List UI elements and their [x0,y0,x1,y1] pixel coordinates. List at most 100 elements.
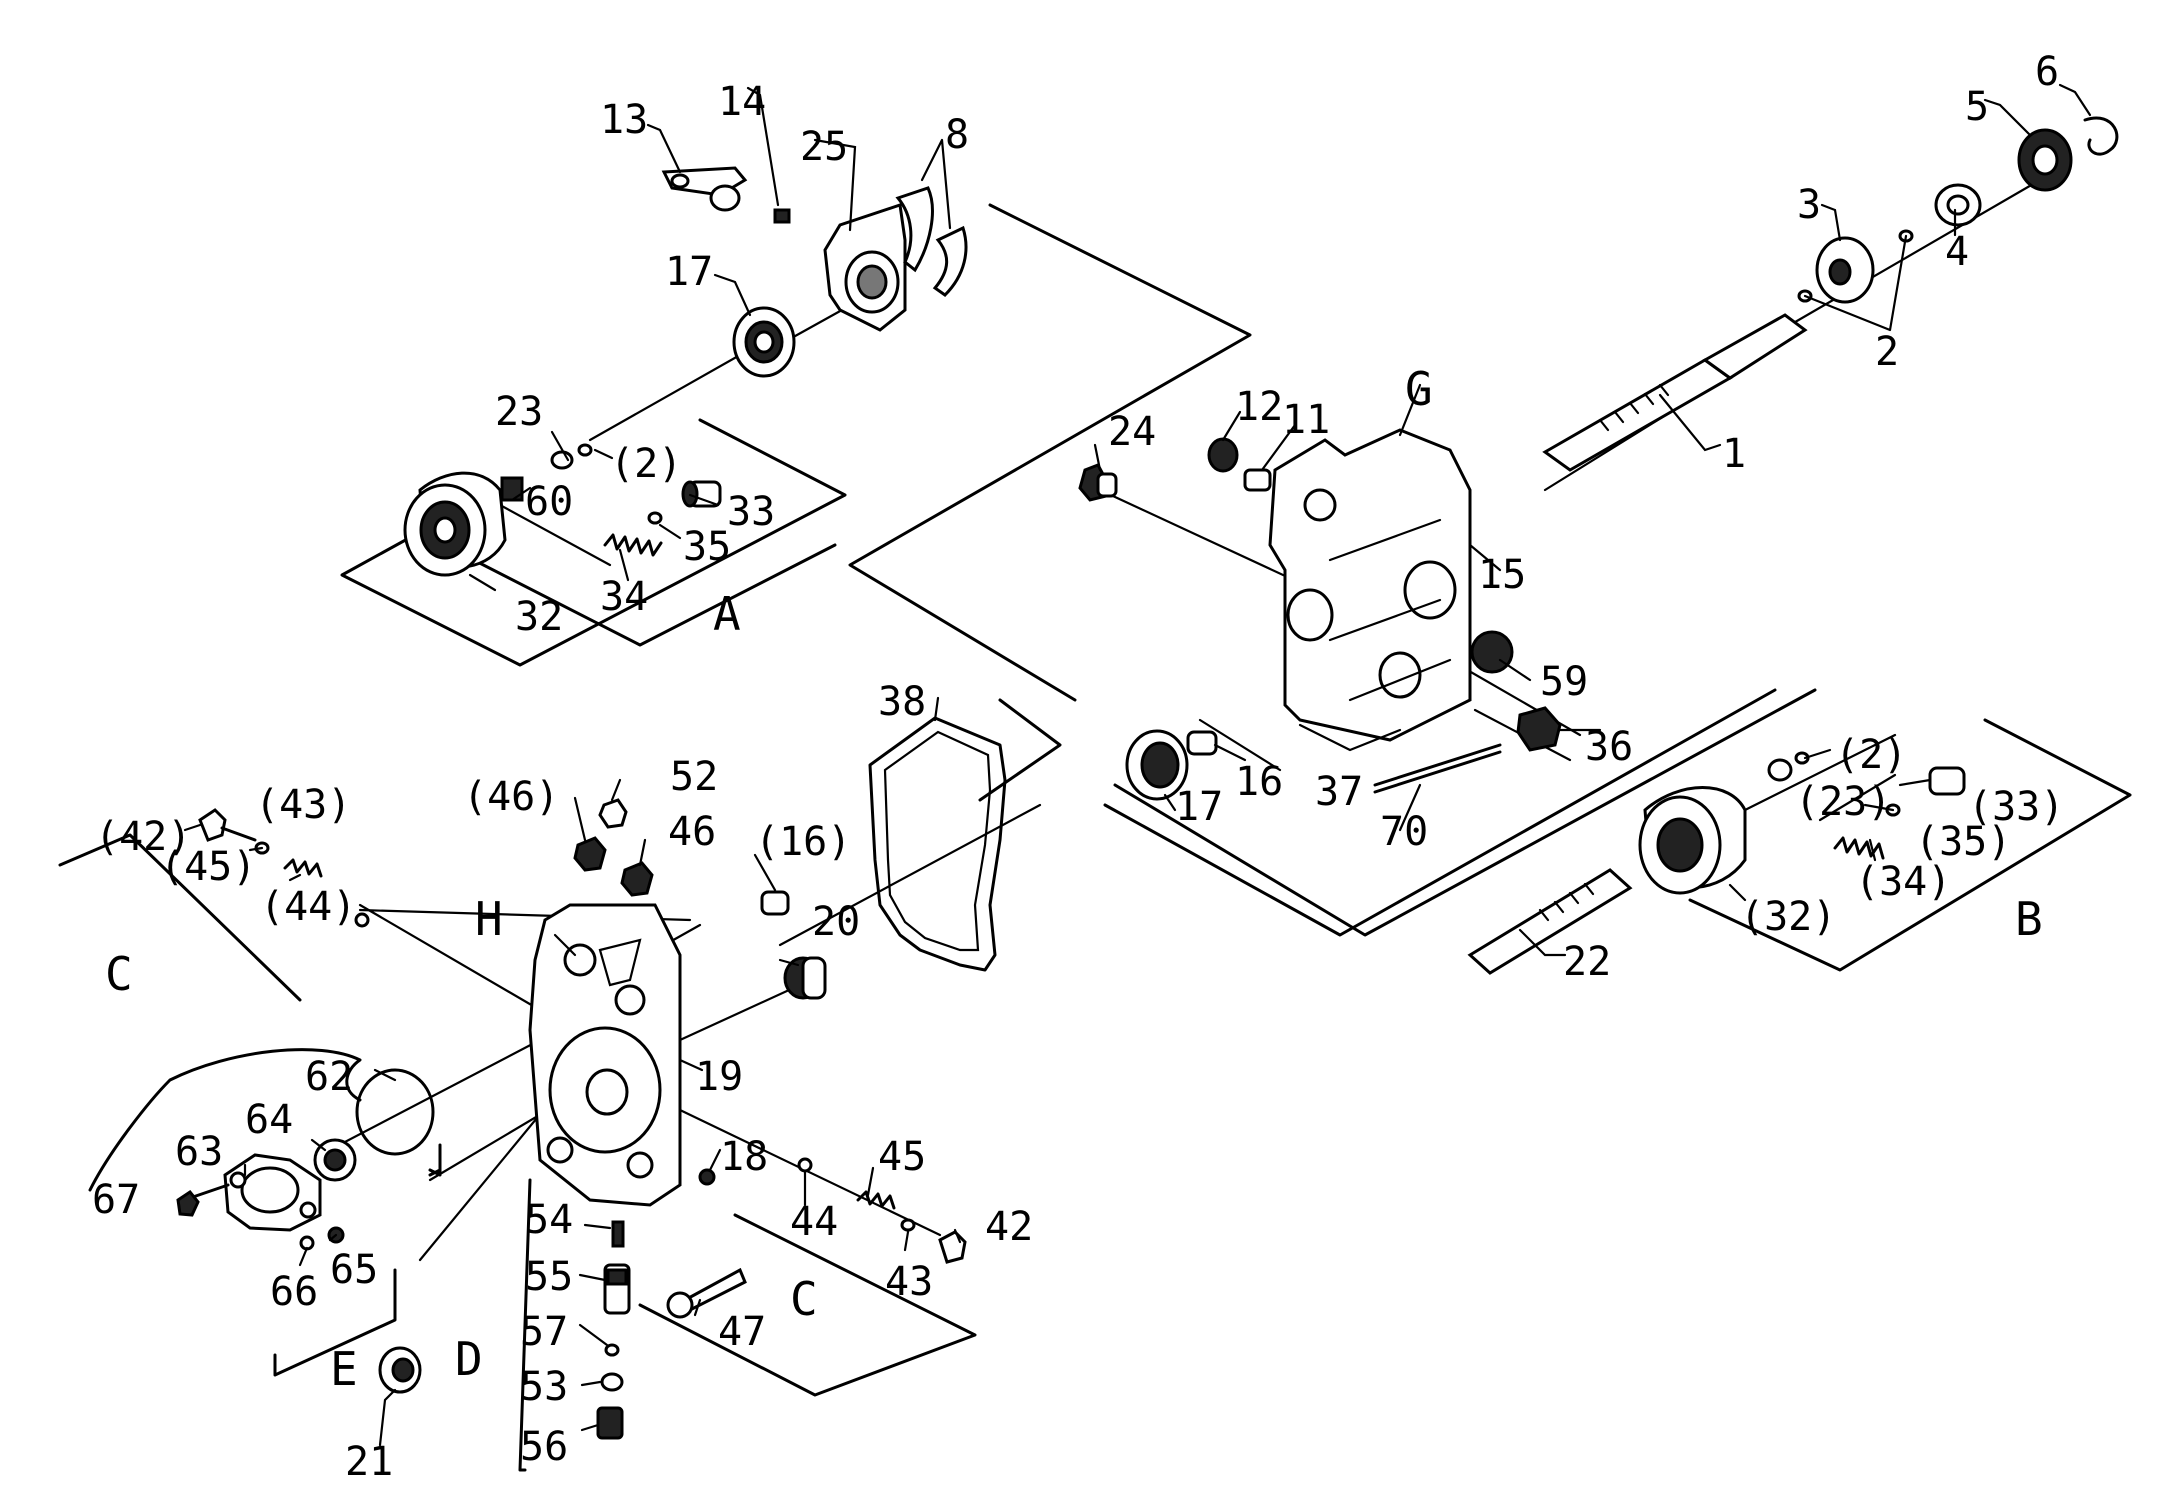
bearing-5-part [2017,128,2073,192]
bracket-group-g [1113,688,1817,937]
center-section-g-part [1268,428,1472,742]
label-66: 66 [270,1269,318,1315]
label-34b: (34) [1855,859,1951,905]
bearing-20-part [783,956,827,1000]
input-shaft-part [1542,313,1808,472]
bracket-lower-center [1103,688,1777,937]
bushing-16b-part [760,890,790,916]
shoe-8a-part [895,186,934,273]
label-33b: (33) [1968,784,2064,830]
label-20: 20 [812,899,860,945]
cap-33b-part [1928,766,1966,796]
label-42: 42 [985,1204,1033,1250]
bearing-17-lower-part [1125,729,1189,801]
pump-cover-63-part [223,1153,322,1232]
label-35: 35 [683,524,731,570]
label-21: 21 [345,1439,393,1485]
label-23: 23 [495,389,543,435]
label-3: 3 [1797,182,1821,228]
group-letter-c-left: C [105,947,133,1001]
label-15: 15 [1478,552,1526,598]
label-37: 37 [1315,769,1363,815]
bearing-12-part [1207,437,1239,473]
key-14-part [773,208,791,224]
label-35b: (35) [1915,819,2011,865]
label-32b: (32) [1740,894,1836,940]
label-8: 8 [945,112,969,158]
pin-70-part [1373,743,1502,787]
label-44b: (44) [260,884,356,930]
housing-25-part [823,203,907,332]
spring-34-part [603,533,663,557]
label-42b: (42) [95,814,191,860]
label-46: 46 [668,809,716,855]
label-17a: 17 [665,249,713,295]
label-65: 65 [330,1247,378,1293]
label-12: 12 [1235,384,1283,430]
bracket-group-b [1688,718,2132,972]
label-2b: (2) [1835,732,1907,778]
shoe-8b-part [932,225,968,297]
label-13: 13 [600,97,648,143]
group-letter-e: E [330,1342,358,1396]
leader-lines [183,83,2092,1447]
parts [176,116,2119,1440]
label-46b: (46) [463,774,559,820]
bracket-group-a-inner [413,528,837,647]
bolt-67-part [176,1183,230,1217]
label-33: 33 [727,489,775,535]
valve-c-right-parts [797,1157,967,1264]
label-4: 4 [1945,229,1969,275]
valve-d-stack-parts [596,1220,631,1440]
label-25: 25 [800,124,848,170]
bracket-c-left [58,833,302,1002]
label-11: 11 [1282,397,1330,443]
label-2: 2 [1875,329,1899,375]
plug-52-part [598,798,628,829]
cylinder-block-a-part [403,471,507,577]
label-70: 70 [1380,809,1428,855]
group-letter-a: A [713,587,741,641]
label-22: 22 [1563,939,1611,985]
label-16b: (16) [755,819,851,865]
label-24: 24 [1108,409,1156,455]
group-letter-h: H [475,892,503,946]
label-63: 63 [175,1129,223,1175]
label-54: 54 [525,1197,573,1243]
bushing-11-part [1243,468,1272,492]
label-5: 5 [1965,84,1989,130]
part-labels: 1 2 3 4 5 6 8 11 12 13 14 15 16 (16) 17 … [92,49,2064,1485]
fitting-36-part [1516,706,1562,752]
label-32: 32 [515,594,563,640]
o-ring-62-part [355,1068,435,1156]
label-45b: (45) [160,844,256,890]
lever-13-part [661,166,748,212]
spring-60-part [500,476,524,502]
pin-18-part [698,1168,716,1186]
cap-33-part [681,480,722,508]
label-14: 14 [718,79,766,125]
label-2a: (2) [610,441,682,487]
bearing-3-part [1815,236,1875,304]
bracket-38 [978,698,1062,802]
label-47: 47 [718,1309,766,1355]
plug-46-part [620,861,654,897]
label-55: 55 [525,1254,573,1300]
label-64: 64 [245,1097,293,1143]
seal-21-part [378,1346,422,1394]
bracket-d [518,1178,532,1472]
bearing-59-part [1470,630,1514,674]
shaft-22-part [1467,868,1633,975]
bracket-top-center [848,203,1252,702]
label-44: 44 [790,1199,838,1245]
plug-46b-part [573,836,607,872]
bearing-17-top-part [732,306,796,378]
label-57: 57 [520,1309,568,1355]
gasket-38-part [868,716,1007,972]
label-43: 43 [885,1259,933,1305]
label-34: 34 [600,574,648,620]
label-52: 52 [670,754,718,800]
label-38: 38 [878,679,926,725]
label-59: 59 [1540,659,1588,705]
